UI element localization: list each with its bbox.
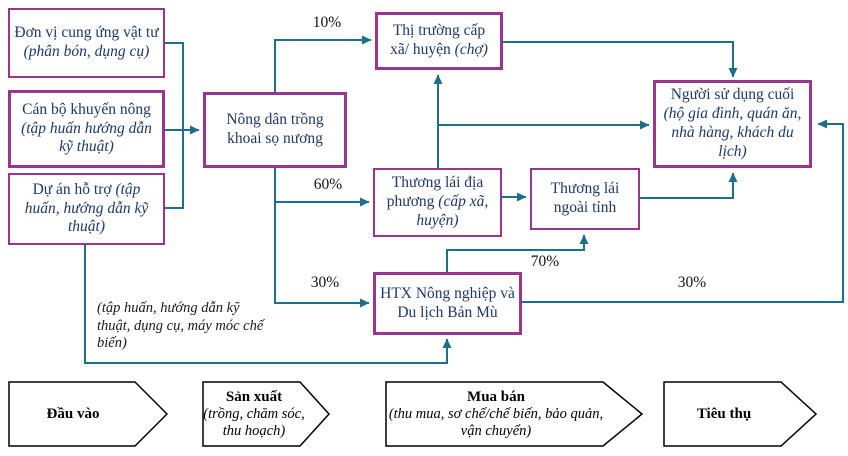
arrow-htx-to-outside-trader [446,234,589,272]
box-outside-trader: Thương lái ngoài tỉnh [530,168,640,230]
chevron-shape [663,381,817,447]
stage-san-xuat-subtitle: (trồng, chăm sóc, thu hoạch) [203,405,305,439]
arrow-project-to-htx [84,245,452,364]
arrow-outside-trader-to-end-user [640,172,738,199]
box-support-project: Dự án hỗ trợ (tập huấn, hướng dẫn kỹ thu… [8,173,165,245]
arrow-farmer-to-htx [274,168,370,308]
box-input-supplier-sublabel: (phân bón, dụng cụ) [23,43,150,60]
box-local-trader-sublabel: (cấp xã, huyện) [416,193,489,229]
box-extension-officer-label: Cán bộ khuyến nông [22,100,151,118]
connector-input-trunk [165,42,184,209]
stage-mua-ban: Mua bán (thu mua, sơ chế/chế biến, bảo q… [385,381,643,447]
box-support-project-sublabel: (tập huấn, hướng dẫn kỹ thuật) [24,180,149,236]
chevron-shape [8,381,168,447]
box-commune-market-label: Thị trường cấp xã/ huyện [390,22,486,58]
box-farmer-label: Nông dân trồng khoai sọ nương [226,111,324,147]
stage-san-xuat: Sản xuất (trồng, chăm sóc, thu hoạch) [202,381,330,447]
stage-mua-ban-subtitle: (thu mua, sơ chế/chế biến, bảo quản, vận… [388,405,604,439]
box-end-user-label: Người sử dụng cuối [670,86,795,104]
stage-tieu-thu: Tiêu thụ [663,381,817,447]
stage-tieu-thu-title: Tiêu thụ [696,406,752,422]
flow-label-farmer-to-htx: 30% [310,274,340,291]
stage-dau-vao: Đầu vào [8,381,168,447]
box-local-trader-label: Thương lái địa phương [386,174,484,211]
box-htx-cooperative-label: HTX Nông nghiệp và Du lịch Bản Mù [380,284,515,321]
chevron-shape [385,381,643,447]
box-local-trader: Thương lái địa phương (cấp xã, huyện) [373,168,502,237]
flow-label-farmer-to-market: 10% [312,14,342,31]
box-outside-trader-label: Thương lái ngoài tỉnh [550,180,620,216]
box-extension-officer-sublabel: (tập huấn hướng dẫn kỹ thuật) [21,119,152,156]
box-input-supplier-label: Đơn vị cung ứng vật tư [14,24,159,42]
box-htx-cooperative: HTX Nông nghiệp và Du lịch Bản Mù [373,272,522,335]
stage-dau-vao-title: Đầu vào [46,406,100,422]
flow-label-htx-to-end-user: 30% [677,274,707,291]
stage-san-xuat-title: Sản xuất [225,388,283,405]
chevron-shape [202,381,330,447]
box-input-supplier: Đơn vị cung ứng vật tư (phân bón, dụng c… [8,8,165,78]
box-end-user-sublabel: (hộ gia đình, quán ăn, nhà hàng, khách d… [663,105,802,160]
arrow-htx-to-end-user [522,119,844,303]
stage-mua-ban-title: Mua bán [467,388,525,405]
flow-label-htx-to-outside-trader: 70% [530,253,560,270]
box-commune-market: Thị trường cấp xã/ huyện (chợ) [375,12,503,70]
box-commune-market-sublabel: (chợ) [454,41,488,58]
box-extension-officer: Cán bộ khuyến nông (tập huấn hướng dẫn k… [8,90,165,168]
box-farmer: Nông dân trồng khoai sọ nương [203,92,347,168]
box-support-project-label: Dự án hỗ trợ [32,180,116,198]
flow-label-farmer-to-local-trader: 60% [313,176,343,193]
arrow-farmer-to-market [274,35,372,92]
arrow-market-to-end-user [503,41,738,78]
box-end-user: Người sử dụng cuối (hộ gia đình, quán ăn… [653,80,812,168]
project-support-annotation: (tập huấn, hướng dẫn kỹ thuật, dụng cụ, … [97,300,264,352]
